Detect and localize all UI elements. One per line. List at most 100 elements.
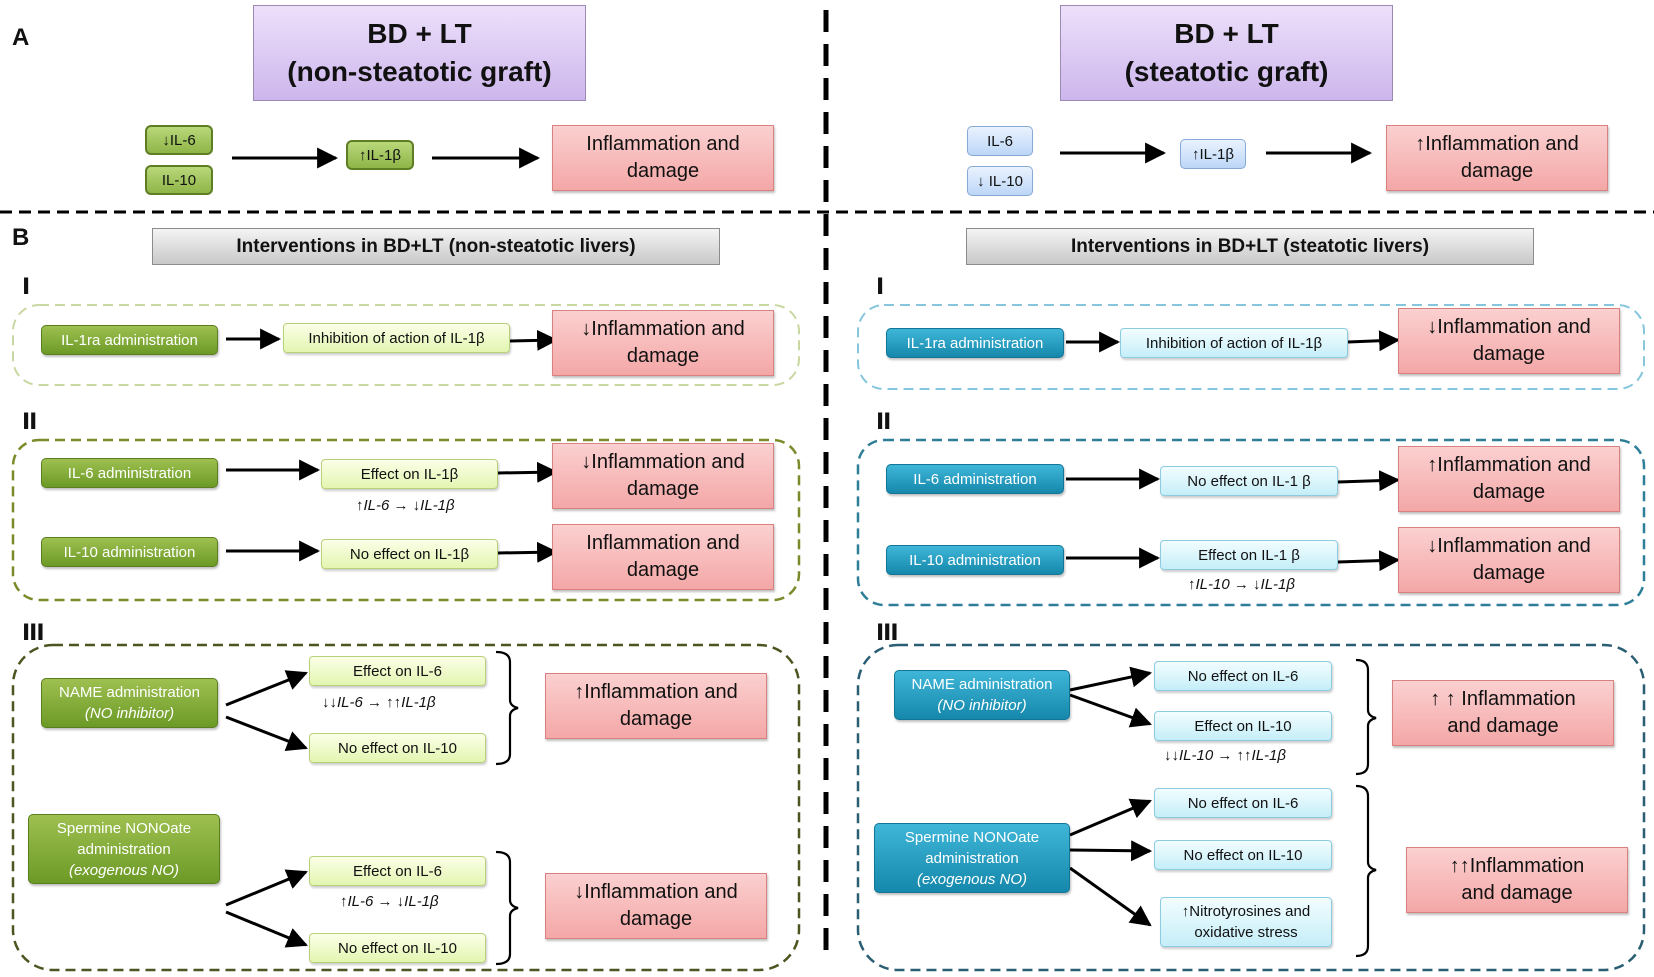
panel-a-left-il10-box: IL-10 — [145, 165, 213, 195]
frame-right-1 — [857, 304, 1645, 390]
brace-left-3a — [495, 650, 519, 766]
brace-left-3b — [495, 850, 519, 966]
right-section1-numeral: I — [876, 275, 884, 300]
left-name-effect-il10: No effect on IL-10 — [309, 733, 486, 763]
right-nitrotyrosines-line2: oxidative stress — [1194, 924, 1298, 941]
right-section3a-outcome-line1: ↑ ↑ Inflammation — [1430, 688, 1576, 710]
panel-a-right-outcome: ↑Inflammation and damage — [1386, 125, 1608, 191]
panel-a-right-il1b-box: ↑IL-1β — [1180, 139, 1246, 169]
left-section2a-outcome-line1: ↓Inflammation and — [581, 451, 745, 473]
left-il10-intervention: IL-10 administration — [41, 537, 218, 567]
left-section2-numeral: II — [22, 410, 37, 435]
right-il6-effect: No effect on IL-1 β — [1160, 466, 1338, 496]
panel-a-right-title: BD + LT (steatotic graft) — [1060, 5, 1393, 101]
panel-a-left-outcome: Inflammation and damage — [552, 125, 774, 191]
right-il6-intervention: IL-6 administration — [886, 464, 1064, 494]
right-section3-numeral: III — [876, 621, 899, 646]
left-section3b-outcome-line1: ↓Inflammation and — [574, 881, 738, 903]
panel-a-left-title-line2: (non-steatotic graft) — [287, 56, 552, 87]
panel-a-right-il10-box: ↓ IL-10 — [967, 166, 1033, 196]
right-il10-effect: Effect on IL-1 β — [1160, 540, 1338, 570]
panel-a-right-outcome-line2: damage — [1460, 160, 1534, 182]
right-name-intervention-line2: (NO inhibitor) — [937, 697, 1027, 714]
right-spermine-line3: (exogenous NO) — [916, 870, 1028, 888]
left-name-intervention: NAME administration (NO inhibitor) — [41, 678, 218, 728]
right-name-note: ↓↓IL-10 → ↑↑IL-1β — [1164, 747, 1286, 764]
right-section1-outcome: ↓Inflammation and damage — [1398, 308, 1620, 374]
right-section3b-outcome-line1: ↑↑Inflammation — [1449, 855, 1585, 877]
left-section1-numeral: I — [22, 275, 30, 300]
left-name-effect-il6: Effect on IL-6 — [309, 656, 486, 686]
right-name-intervention: NAME administration (NO inhibitor) — [894, 670, 1070, 720]
right-name-effect-il10: Effect on IL-10 — [1154, 711, 1332, 741]
brace-right-3a — [1355, 658, 1377, 776]
panel-a-right-outcome-line1: ↑Inflammation and — [1415, 133, 1579, 155]
panel-a-right-title-line1: BD + LT — [1174, 18, 1279, 49]
left-name-note: ↓↓IL-6 → ↑↑IL-1β — [322, 694, 436, 711]
left-section2a-outcome: ↓Inflammation and damage — [552, 443, 774, 509]
panel-b-left-header: Interventions in BD+LT (non-steatotic li… — [152, 228, 720, 265]
frame-left-1 — [12, 304, 800, 386]
left-section1-outcome-line2: damage — [626, 345, 700, 367]
brace-right-3b — [1355, 784, 1377, 958]
right-section1-outcome-line1: ↓Inflammation and — [1427, 316, 1591, 338]
panel-a-left-outcome-line1: Inflammation and — [586, 133, 740, 155]
left-section1-outcome: ↓Inflammation and damage — [552, 310, 774, 376]
left-section2b-outcome: Inflammation and damage — [552, 524, 774, 590]
right-section3b-outcome-line2: and damage — [1461, 882, 1573, 904]
left-spermine-line3: (exogenous NO) — [68, 861, 180, 879]
left-section3a-outcome-line2: damage — [619, 708, 693, 730]
left-il1ra-intervention: IL-1ra administration — [41, 325, 218, 355]
left-section3a-outcome-line1: ↑Inflammation and — [574, 681, 738, 703]
left-name-intervention-line1: NAME administration — [59, 684, 200, 701]
panel-a-right-title-line2: (steatotic graft) — [1124, 56, 1329, 87]
right-spermine-effect-il10: No effect on IL-10 — [1154, 840, 1332, 870]
frame-right-3 — [856, 643, 1646, 972]
left-il10-effect: No effect on IL-1β — [321, 539, 498, 569]
left-il1ra-effect: Inhibition of action of IL-1β — [283, 323, 510, 353]
panel-a-left-il1b-box: ↑IL-1β — [346, 140, 414, 170]
left-il6-effect: Effect on IL-1β — [321, 459, 498, 489]
right-section3a-outcome: ↑ ↑ Inflammation and damage — [1392, 680, 1614, 746]
right-section2b-outcome-line1: ↓Inflammation and — [1427, 535, 1591, 557]
right-spermine-effect-il6: No effect on IL-6 — [1154, 788, 1332, 818]
left-spermine-line1: Spermine NONOate — [56, 819, 192, 837]
left-section1-outcome-line1: ↓Inflammation and — [581, 318, 745, 340]
right-spermine-intervention: Spermine NONOate administration (exogeno… — [874, 823, 1070, 893]
frame-left-3 — [11, 643, 801, 972]
right-il1ra-intervention: IL-1ra administration — [886, 328, 1064, 358]
left-spermine-note: ↑IL-6 → ↓IL-1β — [340, 893, 439, 910]
left-il6-intervention: IL-6 administration — [41, 458, 218, 488]
left-section2b-outcome-line1: Inflammation and — [586, 532, 740, 554]
frame-left-2 — [11, 438, 801, 602]
right-section1-outcome-line2: damage — [1472, 343, 1546, 365]
left-section3b-outcome-line2: damage — [619, 908, 693, 930]
left-spermine-effect-il10: No effect on IL-10 — [309, 933, 486, 963]
right-nitrotyrosines-line1: ↑Nitrotyrosines and — [1181, 903, 1311, 920]
right-name-intervention-line1: NAME administration — [911, 676, 1053, 693]
panel-b-right-header: Interventions in BD+LT (steatotic livers… — [966, 228, 1534, 265]
right-section2a-outcome-line2: damage — [1472, 481, 1546, 503]
right-section2b-outcome: ↓Inflammation and damage — [1398, 527, 1620, 593]
right-spermine-line2: administration — [925, 849, 1019, 867]
panel-a-left-title: BD + LT (non-steatotic graft) — [253, 5, 586, 101]
right-section3b-outcome: ↑↑Inflammation and damage — [1406, 847, 1628, 913]
right-spermine-line1: Spermine NONOate — [904, 828, 1040, 846]
left-section3-numeral: III — [22, 621, 45, 646]
panel-a-letter: A — [12, 24, 30, 51]
right-section2a-outcome-line1: ↑Inflammation and — [1427, 454, 1591, 476]
left-section2b-outcome-line2: damage — [626, 559, 700, 581]
right-name-effect-il6: No effect on IL-6 — [1154, 661, 1332, 691]
left-spermine-effect-il6: Effect on IL-6 — [309, 856, 486, 886]
right-il1ra-effect: Inhibition of action of IL-1β — [1120, 328, 1348, 358]
panel-b-letter: B — [12, 224, 30, 251]
left-spermine-intervention: Spermine NONOate administration (exogeno… — [28, 814, 220, 884]
right-section3a-outcome-line2: and damage — [1447, 715, 1559, 737]
right-section2-numeral: II — [876, 410, 891, 435]
panel-a-left-title-line1: BD + LT — [367, 18, 472, 49]
right-spermine-effect-nitrotyrosines: ↑Nitrotyrosines and oxidative stress — [1160, 897, 1332, 947]
right-section2a-outcome: ↑Inflammation and damage — [1398, 446, 1620, 512]
right-il10-note: ↑IL-10 → ↓IL-1β — [1188, 576, 1295, 593]
left-il6-note: ↑IL-6 → ↓IL-1β — [356, 497, 455, 514]
